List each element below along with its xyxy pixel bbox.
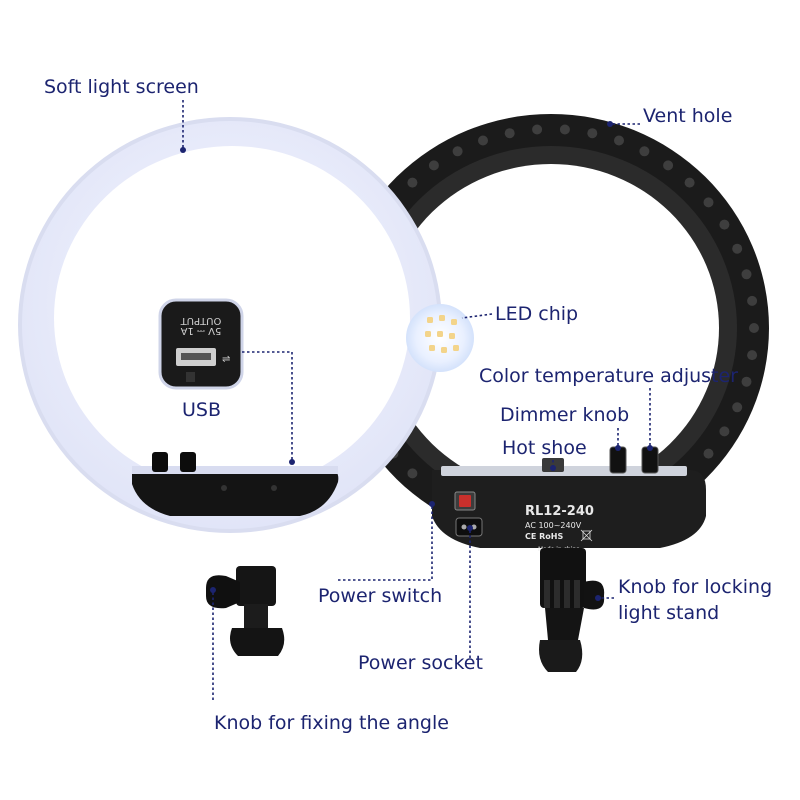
- led-chip: [449, 333, 455, 339]
- front-stand-knob: [230, 628, 285, 656]
- bracket-fins: [544, 580, 580, 608]
- led-chip-zoom: [406, 304, 474, 372]
- weee-bin-icon: [580, 529, 593, 542]
- label-soft-light-screen: Soft light screen: [44, 76, 199, 98]
- led-chip: [425, 331, 431, 337]
- front-knob-left: [152, 452, 168, 472]
- label-color-temperature-adjuster: Color temperature adjuster: [479, 365, 738, 387]
- back-control-box: [432, 470, 706, 548]
- vent-hole: [428, 160, 439, 171]
- led-chip: [429, 345, 435, 351]
- usb-small-mark: [186, 372, 195, 382]
- front-screw: [221, 485, 227, 491]
- vent-hole: [732, 402, 743, 413]
- leader-led-chip: [461, 313, 493, 319]
- vent-hole: [703, 197, 714, 208]
- led-chip: [441, 347, 447, 353]
- leader-dot: [595, 595, 601, 601]
- usb-output-label: OUTPUT: [180, 315, 222, 326]
- vent-hole: [452, 146, 463, 157]
- back-clamp: [545, 608, 584, 650]
- front-screw: [271, 485, 277, 491]
- power-switch-rocker: [459, 495, 471, 507]
- leader-dot: [550, 465, 556, 471]
- front-knob-right: [180, 452, 196, 472]
- power-socket-pin: [461, 524, 467, 530]
- leader-dot: [180, 147, 186, 153]
- vent-hole: [684, 177, 695, 188]
- led-chip: [427, 317, 433, 323]
- vent-hole: [741, 376, 752, 387]
- usb-port-slot: [181, 353, 211, 360]
- vent-hole: [741, 269, 752, 280]
- vent-hole: [719, 426, 730, 437]
- led-chip-magnifier: [406, 304, 474, 372]
- led-chip: [437, 331, 443, 337]
- locking-knob: [584, 580, 605, 610]
- usb-symbol-icon: ⇌: [222, 354, 230, 365]
- vent-hole: [407, 468, 418, 479]
- vent-hole: [719, 219, 730, 230]
- vent-hole: [504, 128, 515, 139]
- vent-hole: [732, 243, 743, 254]
- label-power-socket: Power socket: [358, 652, 483, 674]
- vent-hole: [747, 350, 758, 361]
- front-mount-neck: [244, 604, 268, 628]
- voltage-rating: AC 100~240V: [525, 521, 582, 530]
- model-number: RL12-240: [525, 504, 594, 519]
- led-chip: [451, 319, 457, 325]
- vent-hole: [663, 160, 674, 171]
- label-knob-fixing-angle: Knob for fixing the angle: [214, 712, 449, 734]
- front-ring-light: OUTPUT 5V ⎓ 1A ⇌: [18, 117, 442, 656]
- leader-dot: [467, 525, 473, 531]
- leader-usb: [242, 351, 293, 460]
- angle-knob: [206, 575, 240, 609]
- vent-hole: [749, 323, 759, 333]
- led-chip: [439, 315, 445, 321]
- label-knob-locking-line1: Knob for locking: [618, 576, 772, 598]
- vent-hole: [703, 448, 714, 459]
- vent-hole: [478, 135, 488, 146]
- label-hot-shoe: Hot shoe: [502, 437, 587, 459]
- back-stand-knob: [539, 640, 583, 672]
- leader-dot: [647, 445, 653, 451]
- label-power-switch: Power switch: [318, 585, 442, 607]
- leader-lines: [180, 100, 653, 700]
- certification-mark: CE RoHS: [525, 532, 563, 541]
- usb-rating-label: 5V ⎓ 1A: [180, 325, 221, 336]
- led-chip: [453, 345, 459, 351]
- front-mount: [236, 566, 276, 606]
- vent-hole: [587, 128, 598, 139]
- label-usb: USB: [182, 399, 221, 421]
- vent-hole: [747, 295, 758, 306]
- front-control-bar: [132, 470, 339, 516]
- leader-dot: [607, 121, 613, 127]
- vent-hole: [639, 146, 650, 157]
- callout-labels: Soft light screen Vent hole LED chip Col…: [44, 76, 772, 734]
- leader-dot: [429, 501, 435, 507]
- label-dimmer-knob: Dimmer knob: [500, 404, 629, 426]
- vent-hole: [407, 177, 418, 188]
- leader-dot: [210, 587, 216, 593]
- vent-hole: [532, 124, 543, 135]
- label-led-chip: LED chip: [495, 303, 578, 325]
- leader-dot: [615, 445, 621, 451]
- back-ring-hole: [383, 164, 719, 492]
- label-vent-hole: Vent hole: [643, 105, 732, 127]
- leader-power-switch: [338, 506, 433, 581]
- led-chips: [425, 315, 459, 353]
- vent-hole: [559, 124, 570, 135]
- vent-hole: [614, 135, 624, 146]
- label-knob-locking-line2: light stand: [618, 602, 719, 624]
- front-bar-edge: [132, 466, 338, 474]
- back-ring-light: RL12-240 AC 100~240V CE RoHS Made in chi…: [333, 114, 769, 672]
- leader-dot: [289, 459, 295, 465]
- usb-inset: OUTPUT 5V ⎓ 1A ⇌: [158, 298, 244, 390]
